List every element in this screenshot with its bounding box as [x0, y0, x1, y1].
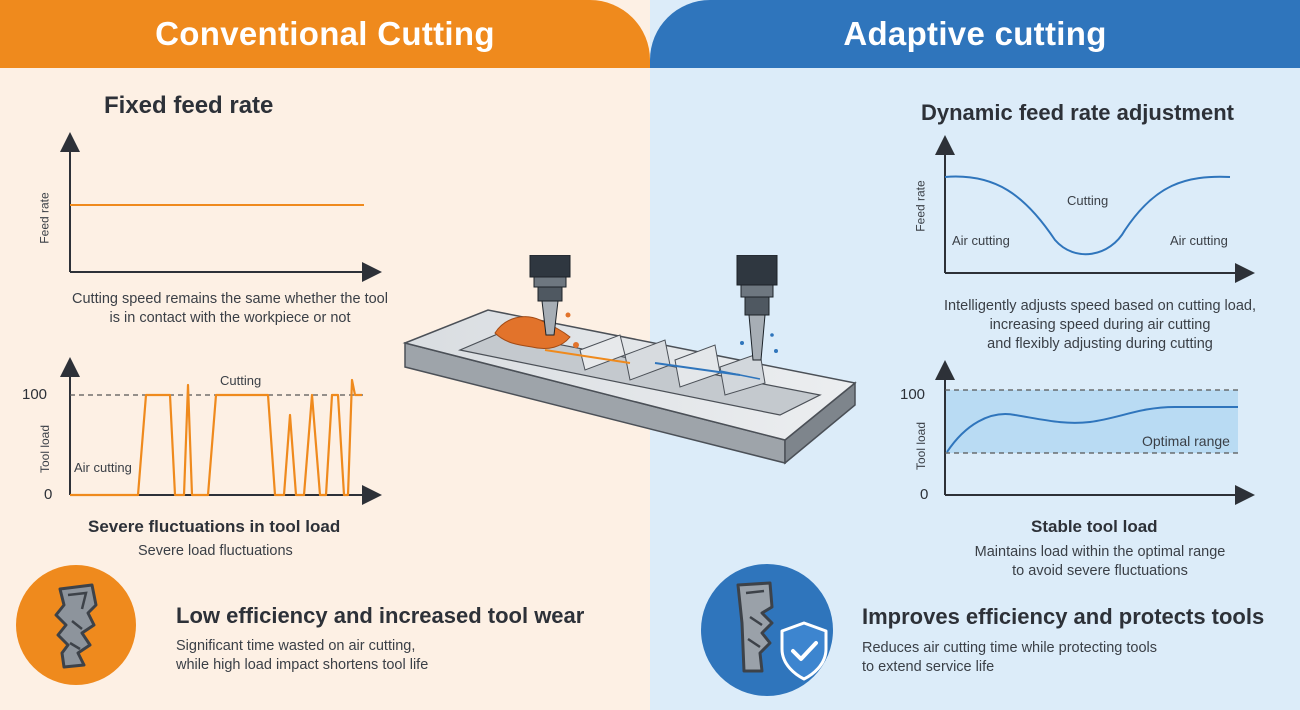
right-feed-desc-line-3: and flexibly adjusting during cutting [987, 336, 1213, 352]
left-tool-bit [541, 300, 559, 336]
right-load-title: Stable tool load [1031, 517, 1158, 536]
left-feed-chart [60, 132, 382, 282]
left-load-series [70, 378, 362, 497]
right-feed-chart [935, 135, 1255, 283]
left-load-ylabel: Tool load [37, 424, 52, 474]
right-bottom-title: Improves efficiency and protects tools [862, 604, 1265, 629]
right-load-ylabel: Tool load [913, 421, 928, 471]
right-label-cutting: Cutting [1067, 193, 1109, 208]
left-load-sub: Severe load fluctuations [138, 543, 293, 559]
right-feed-ylabel: Feed rate [914, 180, 928, 232]
right-tool-bit [748, 314, 766, 361]
left-feed-desc-line-1: Cutting speed remains the same whether t… [72, 291, 388, 307]
left-bottom-desc-line-2: while high load impact shortens tool lif… [176, 657, 429, 673]
right-load-series [946, 406, 1238, 453]
right-load-desc: Maintains load within the optimal range … [900, 543, 1300, 581]
right-bottom-desc-line-2: to extend service life [862, 659, 995, 675]
right-bottom-desc-line-1: Reduces air cutting time while protectin… [862, 640, 1157, 656]
right-header: Adaptive cutting [650, 0, 1300, 68]
left-bottom-title: Low efficiency and increased tool wear [176, 603, 585, 628]
right-feed-title: Dynamic feed rate adjustment [921, 100, 1234, 125]
left-tick-0: 0 [44, 486, 53, 503]
left-load-title: Severe fluctuations in tool load [88, 517, 341, 536]
left-label-cutting: Cutting [220, 373, 262, 388]
left-spindle [529, 255, 571, 278]
left-bottom-desc-line-1: Significant time wasted on air cutting, [176, 638, 416, 654]
metal-chips [494, 316, 571, 350]
right-feed-desc: Intelligently adjusts speed based on cut… [900, 297, 1300, 354]
machining-illustration [402, 255, 857, 465]
protected-tool-icon [701, 564, 833, 696]
right-load-desc-line-2: to avoid severe fluctuations [1012, 563, 1188, 579]
right-feed-desc-line-2: increasing speed during air cutting [989, 317, 1211, 333]
worn-tool-icon [16, 565, 136, 685]
right-tick-0: 0 [920, 486, 929, 503]
right-spindle [736, 255, 778, 286]
right-label-air-right: Air cutting [1170, 233, 1228, 248]
right-bottom-desc: Reduces air cutting time while protectin… [862, 639, 1157, 677]
left-label-air-cutting: Air cutting [74, 460, 132, 475]
left-load-chart [60, 357, 382, 505]
left-feed-desc: Cutting speed remains the same whether t… [20, 290, 440, 328]
left-header: Conventional Cutting [0, 0, 650, 68]
right-optimal-range-label: Optimal range [1142, 433, 1230, 449]
right-label-air-left: Air cutting [952, 233, 1010, 248]
left-feed-ylabel: Feed rate [38, 192, 52, 244]
right-feed-curve [944, 175, 1231, 256]
right-load-chart [935, 360, 1255, 505]
right-tick-100: 100 [900, 386, 926, 403]
left-feed-desc-line-2: is in contact with the workpiece or not [109, 310, 351, 326]
left-feed-title: Fixed feed rate [104, 92, 274, 119]
right-load-desc-line-1: Maintains load within the optimal range [974, 544, 1226, 560]
right-feed-desc-line-1: Intelligently adjusts speed based on cut… [944, 298, 1256, 314]
left-tick-100: 100 [22, 386, 48, 403]
left-bottom-desc: Significant time wasted on air cutting, … [176, 637, 428, 675]
